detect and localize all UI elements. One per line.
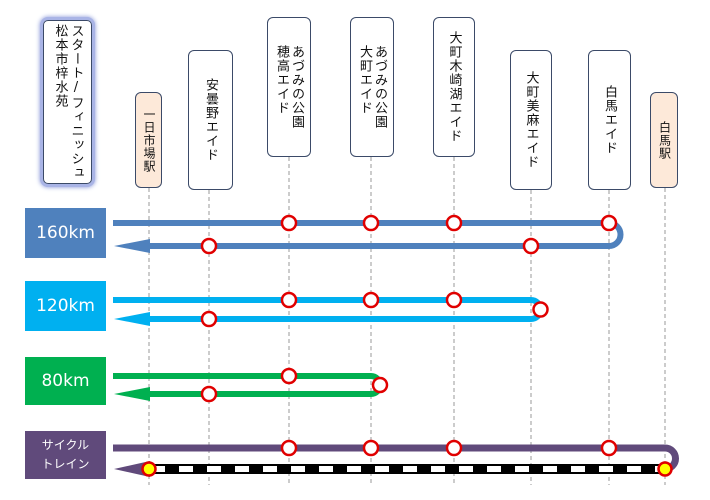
kizaki-aid-label: 大町木崎湖エイド <box>433 17 475 157</box>
station-marker-hakuba_st <box>657 461 673 477</box>
aid-marker-c120-azumino <box>200 310 218 328</box>
start-finish-label: スタート/フィニッシュ 松本市梓水苑 <box>40 17 95 187</box>
aid-marker-c80-azumino <box>200 385 218 403</box>
aid-marker-c160-hakuba_aid <box>600 214 618 232</box>
aid-marker-c160-omachi <box>362 214 380 232</box>
aid-marker-cycle-omachi <box>362 439 380 457</box>
return-arrow-cycle <box>114 461 150 477</box>
omachi-bima-aid-label: 大町美麻エイド <box>510 50 552 190</box>
aid-marker-cycle-kizaki <box>445 439 463 457</box>
aid-marker-c80-turn <box>371 376 389 394</box>
aid-marker-c160-hotaka <box>280 214 298 232</box>
aid-marker-cycle-hakuba_aid <box>600 439 618 457</box>
aid-marker-c160-azumino <box>200 237 218 255</box>
azumino-aid-label: 安曇野エイド <box>188 50 233 190</box>
aid-marker-c120-kizaki <box>445 291 463 309</box>
aid-marker-c120-turn <box>532 301 549 318</box>
hakuba-aid-label: 白馬エイド <box>588 50 631 190</box>
hakuba-station-label: 白馬駅 <box>650 92 678 188</box>
route-c80 <box>113 373 383 397</box>
aid-marker-c160-kizaki <box>445 214 463 232</box>
cycle-train-label: サイクル トレイン <box>25 431 106 479</box>
return-arrow-c120 <box>114 312 150 326</box>
ichinichi-station-label: 一日市場駅 <box>135 92 162 188</box>
hotaka-aid-label: あづみの公園 穂高エイド <box>267 17 311 157</box>
omachi-aid-label: あづみの公園 大町エイド <box>350 17 394 157</box>
course-120km-label: 120km <box>25 281 106 331</box>
aid-marker-c120-hotaka <box>280 291 298 309</box>
station-marker-ichinichi <box>141 461 157 477</box>
return-arrow-c80 <box>114 387 150 401</box>
return-arrow-c160 <box>114 239 150 253</box>
course-160km-label: 160km <box>25 208 106 258</box>
aid-marker-c160-omachi_bima <box>522 237 540 255</box>
aid-marker-c80-hotaka <box>280 367 298 385</box>
start-finish-text: スタート/フィニッシュ 松本市梓水苑 <box>52 24 84 180</box>
route-c120 <box>113 297 544 322</box>
course-80km-label: 80km <box>25 357 106 405</box>
aid-marker-cycle-hotaka <box>280 439 298 457</box>
aid-marker-c120-omachi <box>362 291 380 309</box>
